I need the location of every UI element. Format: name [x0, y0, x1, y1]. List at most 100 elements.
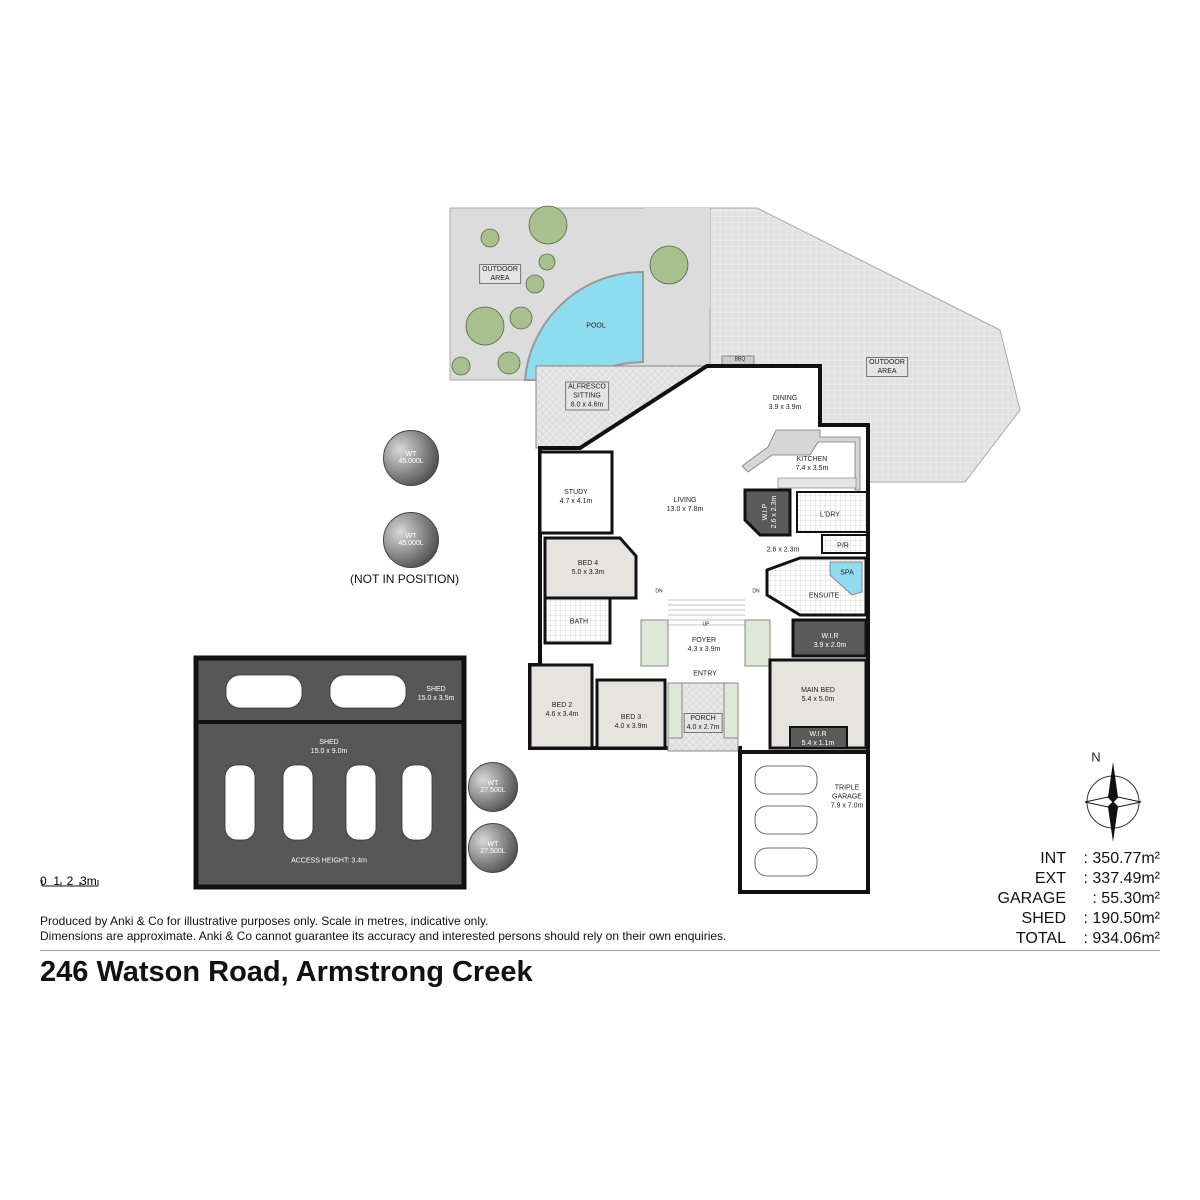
- label-line: STUDY: [564, 489, 588, 496]
- label-line: SHED: [319, 739, 339, 746]
- area-value: : 934.06m²: [1083, 930, 1160, 947]
- tank-label: WT: [405, 533, 417, 540]
- not-in-position-note: (NOT IN POSITION): [350, 572, 460, 586]
- foyer-label: FOYER 4.3 x 3.9m: [688, 636, 721, 654]
- label-line: AREA: [877, 368, 897, 375]
- label-line: 5.4 x 1.1m: [801, 740, 835, 747]
- label-line: BED 3: [620, 714, 642, 721]
- kitchen-label: KITCHEN 7.4 x 3.5m: [796, 455, 829, 473]
- bed4: [543, 536, 638, 600]
- label-line: LIVING: [673, 497, 697, 504]
- pool-label: POOL: [586, 322, 606, 330]
- tank-capacity: 45.000L: [398, 458, 424, 465]
- wir-2: [789, 726, 848, 749]
- tank-capacity: 27.500L: [480, 787, 506, 794]
- area-row: GARAGE : 55.30m²: [980, 889, 1160, 909]
- stairs-down-label-right: DN: [752, 588, 760, 595]
- area-label: GARAGE: [997, 890, 1066, 907]
- disclaimer-line: Produced by Anki & Co for illustrative p…: [40, 914, 489, 928]
- spa: [829, 561, 863, 596]
- powder-room-label: P/R: [837, 542, 849, 550]
- area-summary: INT : 350.77m² EXT : 337.49m² GARAGE : 55.3…: [980, 849, 1160, 949]
- trees: [451, 205, 689, 376]
- label-line: 7.4 x 3.5m: [795, 465, 829, 472]
- label-line: 4.0 x 3.9m: [614, 723, 648, 730]
- bath-label: BATH: [569, 618, 589, 626]
- dining-label: DINING 3.9 x 3.9m: [769, 394, 802, 412]
- label-line: 15.0 x 3.5m: [417, 695, 455, 702]
- house-floor: [528, 364, 870, 754]
- label-line: W.I.P: [762, 503, 769, 521]
- label-line: 3.9 x 3.9m: [768, 404, 802, 411]
- entry-label: ENTRY: [693, 670, 717, 678]
- area-row: TOTAL : 934.06m²: [980, 929, 1160, 949]
- scale-label: 0 1 2 3m: [40, 874, 97, 888]
- area-value: : 190.50m²: [1083, 910, 1160, 927]
- label-line: 4.7 x 4.1m: [559, 498, 593, 505]
- scale-bar: [41, 880, 99, 887]
- divider: [40, 950, 1160, 951]
- ensuite-label: ENSUITE: [808, 592, 840, 600]
- label-line: 4.3 x 3.9m: [687, 646, 721, 653]
- bed2: [528, 663, 594, 750]
- garage-cars: [754, 765, 818, 877]
- label-line: AREA: [490, 275, 510, 282]
- area-label: INT: [1040, 850, 1066, 867]
- bath: [543, 596, 612, 645]
- area-value: : 55.30m²: [1092, 890, 1160, 907]
- bed3: [595, 678, 667, 750]
- area-label: EXT: [1034, 870, 1066, 887]
- area-value: : 350.77m²: [1083, 850, 1160, 867]
- laundry: [796, 491, 868, 533]
- label-line: FOYER: [691, 637, 717, 644]
- access-height-label: ACCESS HEIGHT: 3.4m: [291, 857, 367, 865]
- stairs-down-label-left: DN: [655, 588, 663, 595]
- tank-label: WT: [487, 780, 499, 787]
- tank-capacity: 45.000L: [398, 540, 424, 547]
- label-line: TRIPLE: [834, 784, 860, 792]
- area-value: : 337.49m²: [1083, 870, 1160, 887]
- shed-cars: [224, 674, 433, 841]
- label-line: 3.9 x 2.0m: [813, 642, 847, 649]
- label-line: MAIN BED: [801, 687, 835, 694]
- area-row: SHED: 190.50m²: [980, 909, 1160, 929]
- study: [538, 450, 614, 535]
- label-line: KITCHEN: [796, 456, 828, 463]
- label-line: ALFRESCO: [568, 383, 606, 391]
- planter-right: [744, 619, 771, 667]
- laundry-label: L'DRY: [820, 511, 840, 519]
- label-line: 7.9 x 7.0m: [830, 802, 864, 810]
- planter-left: [640, 619, 669, 667]
- wir-1: [791, 618, 868, 658]
- hall-label: 2.6 x 2.3m: [766, 546, 800, 554]
- label-line: W.I.R: [809, 731, 827, 738]
- area-label: TOTAL: [1015, 930, 1066, 947]
- bbq-label: BBQ: [734, 356, 746, 363]
- disclaimer: Produced by Anki & Co for illustrative p…: [40, 914, 726, 944]
- label-line: BED 2: [551, 702, 573, 709]
- property-address: 246 Watson Road, Armstrong Creek: [40, 956, 533, 988]
- label-line: DINING: [772, 395, 798, 402]
- label-line: 4.0 x 2.7m: [686, 724, 720, 731]
- area-row: EXT : 337.49m²: [980, 869, 1160, 889]
- tank-label: WT: [487, 841, 499, 848]
- wir-2-label: W.I.R 5.4 x 1.1m: [802, 730, 835, 748]
- wip: [743, 488, 792, 537]
- spa-label: SPA: [840, 569, 854, 577]
- tank-label: WT: [405, 451, 417, 458]
- bed3-label: BED 3 4.0 x 3.9m: [615, 713, 648, 731]
